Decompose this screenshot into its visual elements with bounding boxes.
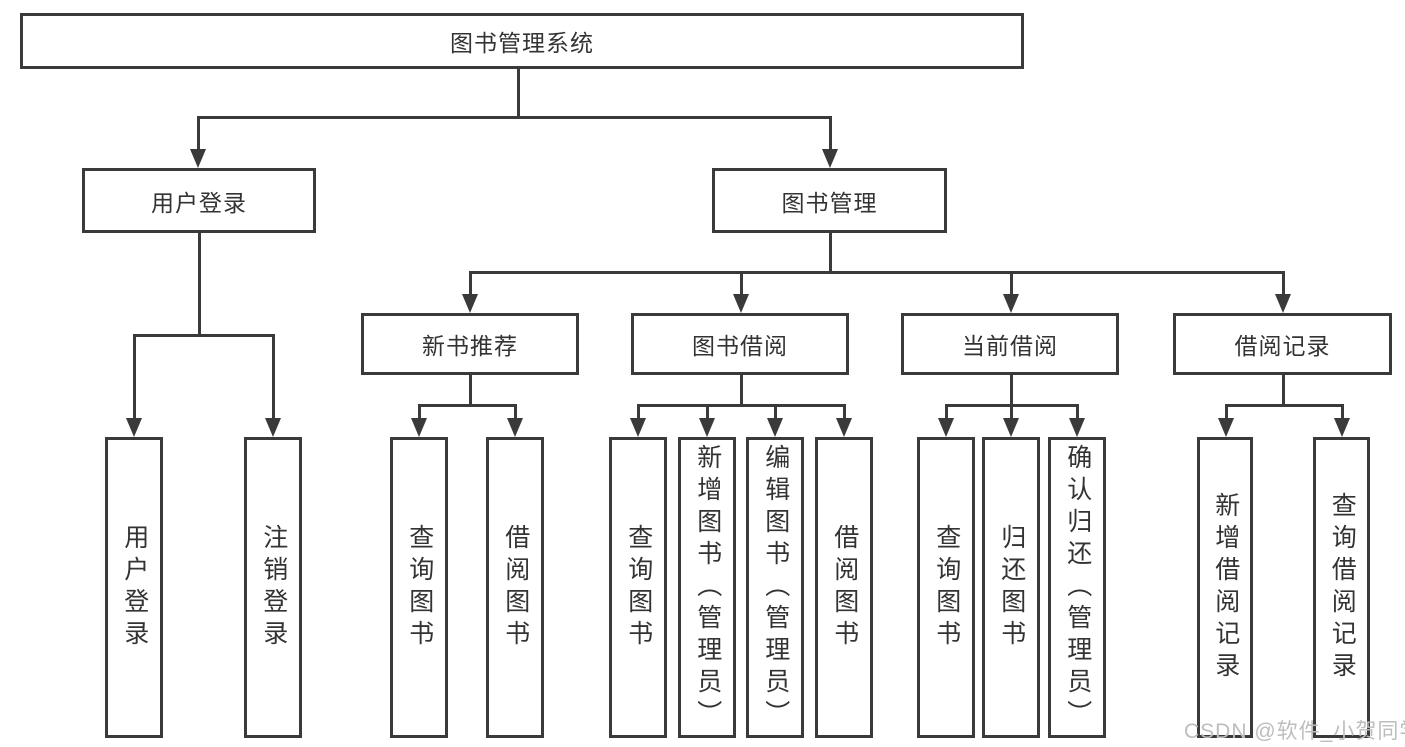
connector-line-vertical	[418, 406, 421, 422]
node-book-borrowing: 图书借阅	[631, 313, 849, 375]
node-label: 图书管理系统	[450, 30, 594, 56]
connector-line-vertical	[1225, 406, 1228, 422]
connector-line-vertical	[945, 406, 948, 422]
node-leaf-borrow-books: 借阅图书	[815, 437, 873, 738]
node-leaf-query-books-current: 查询图书	[917, 437, 975, 738]
connector-line-horizontal	[637, 404, 846, 407]
node-label: 图书管理	[781, 189, 878, 216]
connector-line-vertical	[1282, 375, 1285, 406]
node-label: 当前借阅	[962, 333, 1058, 359]
node-label: 图书借阅	[692, 333, 788, 359]
node-book-management: 图书管理	[712, 168, 947, 233]
node-leaf-borrow-books-rec: 借阅图书	[486, 437, 544, 738]
arrowhead-down-icon	[411, 418, 427, 437]
arrowhead-down-icon	[836, 418, 852, 437]
node-leaf-confirm-return-admin: 确认归还（管理员）	[1048, 437, 1106, 738]
node-leaf-edit-books-admin: 编辑图书（管理员）	[746, 437, 804, 738]
node-root: 图书管理系统	[20, 13, 1024, 69]
node-label: 查询图书	[624, 523, 653, 652]
node-leaf-logout: 注销登录	[244, 437, 302, 738]
node-leaf-add-books-admin: 新增图书（管理员）	[678, 437, 736, 738]
connector-line-horizontal	[469, 271, 1285, 274]
arrowhead-down-icon	[265, 418, 281, 437]
node-label: 借阅记录	[1234, 333, 1331, 359]
connector-line-vertical	[843, 406, 846, 422]
arrowhead-down-icon	[1003, 294, 1019, 313]
connector-line-vertical	[740, 273, 743, 297]
arrowhead-down-icon	[1218, 418, 1234, 437]
node-label: 查询借阅记录	[1328, 491, 1357, 684]
arrowhead-down-icon	[938, 418, 954, 437]
node-borrowing-records: 借阅记录	[1173, 313, 1392, 375]
node-user-login: 用户登录	[82, 168, 316, 233]
node-leaf-return-books: 归还图书	[982, 437, 1040, 738]
connector-line-vertical	[198, 233, 201, 337]
arrowhead-down-icon	[767, 418, 783, 437]
connector-line-vertical	[1010, 273, 1013, 297]
arrowhead-down-icon	[699, 418, 715, 437]
arrowhead-down-icon	[733, 294, 749, 313]
connector-line-vertical	[133, 336, 136, 422]
arrowhead-down-icon	[1003, 418, 1019, 437]
node-label: 借阅图书	[830, 523, 859, 652]
connector-line-vertical	[1010, 406, 1013, 422]
node-label: 注销登录	[259, 523, 288, 652]
arrowhead-down-icon	[462, 294, 478, 313]
node-leaf-query-books-rec: 查询图书	[390, 437, 448, 738]
connector-line-vertical	[514, 406, 517, 422]
node-label: 归还图书	[997, 523, 1026, 652]
node-current-borrowing: 当前借阅	[901, 313, 1119, 375]
connector-line-horizontal	[133, 334, 275, 337]
connector-line-vertical	[706, 406, 709, 422]
connector-line-vertical	[1341, 406, 1344, 422]
connector-line-horizontal	[945, 404, 1079, 407]
node-label: 新增借阅记录	[1211, 491, 1240, 684]
node-label: 用户登录	[120, 523, 149, 652]
node-label: 查询图书	[932, 523, 961, 652]
node-label: 借阅图书	[501, 523, 530, 652]
node-label: 新书推荐	[422, 333, 518, 359]
node-label: 确认归还（管理员）	[1063, 443, 1092, 732]
node-new-book-recommend: 新书推荐	[361, 313, 579, 375]
node-leaf-add-borrow-record: 新增借阅记录	[1197, 437, 1253, 738]
arrowhead-down-icon	[507, 418, 523, 437]
node-label: 新增图书（管理员）	[693, 443, 722, 732]
connector-line-horizontal	[1225, 404, 1344, 407]
connector-line-horizontal	[197, 116, 832, 119]
connector-line-vertical	[829, 118, 832, 152]
node-label: 查询图书	[405, 523, 434, 652]
arrowhead-down-icon	[126, 418, 142, 437]
connector-line-vertical	[1010, 375, 1013, 406]
connector-line-vertical	[774, 406, 777, 422]
node-label: 编辑图书（管理员）	[761, 443, 790, 732]
node-label: 用户登录	[151, 189, 247, 216]
arrowhead-down-icon	[822, 149, 838, 168]
connector-line-vertical	[469, 273, 472, 297]
connector-line-vertical	[469, 375, 472, 406]
connector-line-vertical	[517, 69, 520, 118]
arrowhead-down-icon	[190, 149, 206, 168]
connector-line-vertical	[272, 336, 275, 422]
node-leaf-query-books-borrow: 查询图书	[609, 437, 667, 738]
node-leaf-query-borrow-record: 查询借阅记录	[1313, 437, 1370, 738]
csdn-watermark: CSDN @软件_小贺同学	[1184, 720, 1405, 743]
connector-line-vertical	[1076, 406, 1079, 422]
connector-line-horizontal	[418, 404, 517, 407]
connector-line-vertical	[197, 118, 200, 152]
node-leaf-user-login: 用户登录	[105, 437, 163, 738]
arrowhead-down-icon	[1275, 294, 1291, 313]
connector-line-vertical	[637, 406, 640, 422]
arrowhead-down-icon	[1069, 418, 1085, 437]
arrowhead-down-icon	[630, 418, 646, 437]
connector-line-vertical	[1282, 273, 1285, 297]
arrowhead-down-icon	[1334, 418, 1350, 437]
connector-line-vertical	[740, 375, 743, 406]
connector-line-vertical	[829, 233, 832, 273]
